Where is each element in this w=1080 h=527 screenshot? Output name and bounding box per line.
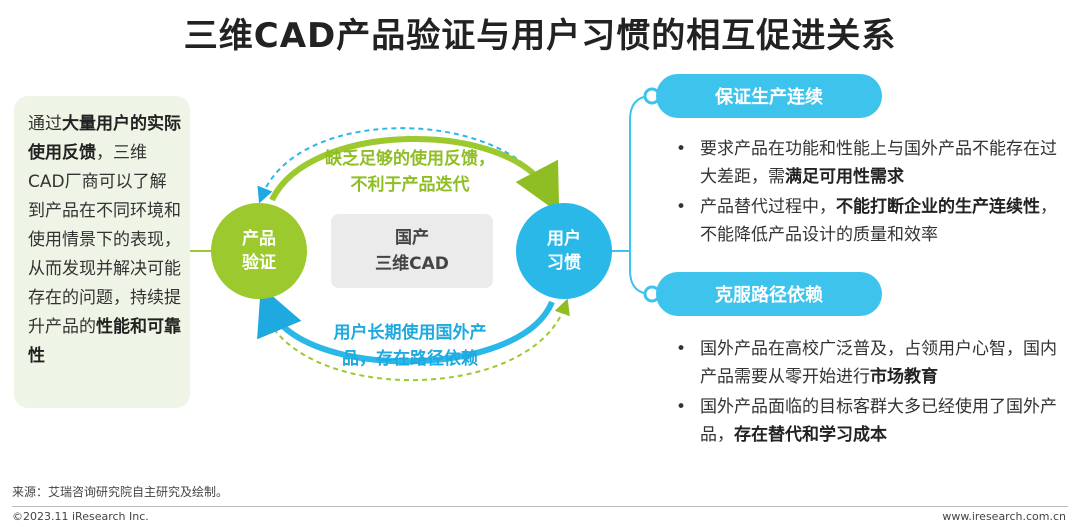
center-line2: 三维CAD bbox=[375, 254, 449, 274]
footer-divider bbox=[12, 506, 1068, 507]
bullet-text-bold: 存在替代和学习成本 bbox=[734, 425, 887, 445]
center-box: 国产 三维CAD bbox=[331, 214, 493, 288]
bullet-dot: • bbox=[676, 339, 687, 359]
section1-heading: 保证生产连续 bbox=[656, 74, 882, 118]
left-description-box: 通过大量用户的实际使用反馈，三维CAD厂商可以了解到产品在不同环境和使用情景下的… bbox=[14, 96, 190, 408]
bullet-text-bold: 市场教育 bbox=[870, 367, 938, 387]
circle-right-line2: 习惯 bbox=[547, 253, 581, 273]
left-text-1: 通过 bbox=[28, 114, 62, 134]
bullet-text-part: ，不能降低产品设计的质量和效率 bbox=[700, 197, 1057, 245]
arc-top-label: 缺乏足够的使用反馈， 不利于产品迭代 bbox=[300, 146, 520, 198]
center-line1: 国产 bbox=[395, 228, 429, 248]
bullet-text: 国外产品在高校广泛普及，占领用户心智，国内产品需要从零开始进行市场教育 bbox=[700, 335, 1066, 391]
bullet-text-bold: 满足可用性需求 bbox=[785, 167, 904, 187]
bullet-dot: • bbox=[676, 139, 687, 159]
source-note: 来源：艾瑞咨询研究院自主研究及绘制。 bbox=[12, 485, 229, 499]
circle-left-line2: 验证 bbox=[242, 253, 276, 273]
bullet-text: 要求产品在功能和性能上与国外产品不能存在过大差距，需满足可用性需求 bbox=[700, 135, 1066, 191]
product-validation-circle: 产品 验证 bbox=[211, 203, 307, 299]
arc-bottom-dashed bbox=[261, 298, 570, 382]
bullet-text-part: 国外产品在高校广泛普及，占领用户心智，国内产品需要从零开始进行 bbox=[700, 339, 1057, 387]
bullet-dot: • bbox=[676, 197, 687, 217]
user-habit-circle: 用户 习惯 bbox=[516, 203, 612, 299]
list-item: • 国外产品面临的目标客群大多已经使用了国外产品，存在替代和学习成本 bbox=[676, 393, 1066, 449]
arc-bottom-label: 用户长期使用国外产 品，存在路径依赖 bbox=[300, 320, 520, 372]
right-bracket bbox=[629, 95, 653, 295]
bullet-text-part: 国外产品面临的目标客群大多已经使用了国外产品， bbox=[700, 397, 1057, 445]
bullet-text: 国外产品面临的目标客群大多已经使用了国外产品，存在替代和学习成本 bbox=[700, 393, 1066, 449]
arc-top-line2: 不利于产品迭代 bbox=[350, 175, 470, 195]
footer-copyright: ©2023.11 iResearch Inc. bbox=[12, 510, 149, 523]
arc-top-line1: 缺乏足够的使用反馈， bbox=[325, 149, 495, 169]
list-item: • 产品替代过程中，不能打断企业的生产连续性，不能降低产品设计的质量和效率 bbox=[676, 193, 1066, 249]
left-text-2: ，三维CAD厂商可以了解到产品在不同环境和使用情景下的表现，从而发现并解决可能存… bbox=[28, 143, 181, 337]
list-item: • 国外产品在高校广泛普及，占领用户心智，国内产品需要从零开始进行市场教育 bbox=[676, 335, 1066, 391]
bullet-dot: • bbox=[676, 397, 687, 417]
bullet-text-bold: 不能打断企业的生产连续性 bbox=[836, 197, 1040, 217]
bullet-text-part: 要求产品在功能和性能上与国外产品不能存在过大差距，需 bbox=[700, 139, 1057, 187]
footer-website: www.iresearch.com.cn bbox=[942, 510, 1066, 523]
bullet-text-part: 产品替代过程中， bbox=[700, 197, 836, 217]
page-title: 三维CAD产品验证与用户习惯的相互促进关系 bbox=[183, 16, 897, 56]
left-bold-2: 性能和可靠性 bbox=[28, 317, 181, 366]
circle-right-line1: 用户 bbox=[547, 229, 581, 249]
left-bold-1: 大量用户的实际使用反馈 bbox=[28, 114, 181, 163]
arc-bottom-line2: 品，存在路径依赖 bbox=[342, 349, 478, 369]
arc-top-solid bbox=[269, 136, 560, 214]
list-item: • 要求产品在功能和性能上与国外产品不能存在过大差距，需满足可用性需求 bbox=[676, 135, 1066, 191]
arc-bottom-line1: 用户长期使用国外产 bbox=[333, 323, 487, 343]
bullet-text: 产品替代过程中，不能打断企业的生产连续性，不能降低产品设计的质量和效率 bbox=[700, 193, 1066, 249]
section2-heading: 克服路径依赖 bbox=[656, 272, 882, 316]
section2-bullets: • 国外产品在高校广泛普及，占领用户心智，国内产品需要从零开始进行市场教育 • … bbox=[676, 335, 1066, 451]
circle-left-line1: 产品 bbox=[242, 229, 276, 249]
arc-bottom-solid bbox=[257, 285, 555, 365]
section1-bullets: • 要求产品在功能和性能上与国外产品不能存在过大差距，需满足可用性需求 • 产品… bbox=[676, 135, 1066, 251]
